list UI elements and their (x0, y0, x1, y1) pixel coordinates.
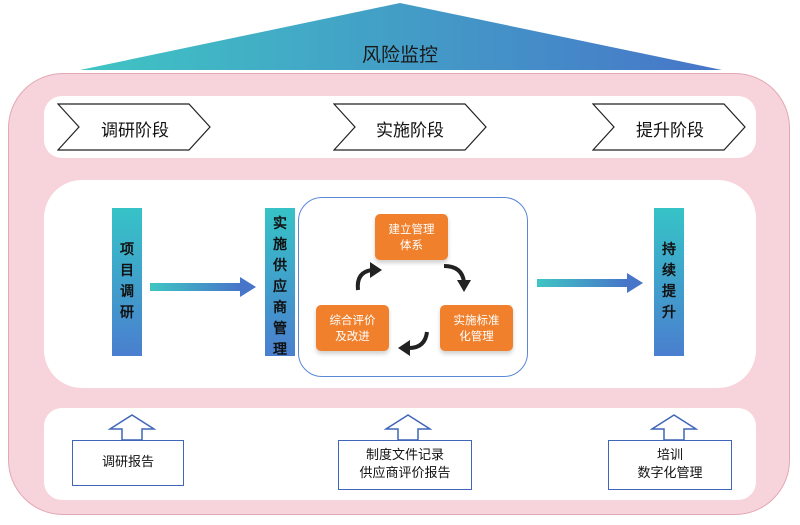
roof-triangle (80, 3, 722, 70)
cycle-step-evaluate: 综合评价及改进 (316, 305, 389, 351)
output-research-report: 调研报告 (72, 440, 184, 486)
up-arrow-right (650, 414, 698, 441)
cycle-step-build-system: 建立管理体系 (375, 214, 448, 260)
up-arrow-center (384, 414, 432, 441)
output-training-digital: 培训 数字化管理 (608, 440, 732, 490)
curved-arrow-left (398, 331, 429, 356)
stage-label-implement: 实施阶段 (376, 121, 444, 141)
arrow-right-1 (150, 277, 256, 297)
curved-arrow-down-right (443, 264, 471, 292)
bar-continuous-improve: 持续 提升 (654, 208, 684, 356)
stage-label-research: 调研阶段 (101, 121, 169, 141)
stage-chevron-improve (592, 103, 746, 151)
stage-chevron-implement (333, 103, 487, 151)
up-arrow-left (108, 414, 156, 441)
output-system-docs: 制度文件记录 供应商评价报告 (338, 440, 472, 490)
stage-label-improve: 提升阶段 (636, 121, 704, 141)
diagram-title: 风险监控 (361, 44, 438, 66)
arrow-right-2 (537, 273, 643, 293)
bar-supplier-mgmt: 实施 供应 商管 理 (265, 208, 295, 358)
bar-project-research: 项目 调研 (112, 208, 142, 356)
curved-arrow-up-right (355, 262, 382, 291)
cycle-step-standardize: 实施标准化管理 (440, 305, 513, 351)
stage-chevron-research (57, 103, 211, 151)
